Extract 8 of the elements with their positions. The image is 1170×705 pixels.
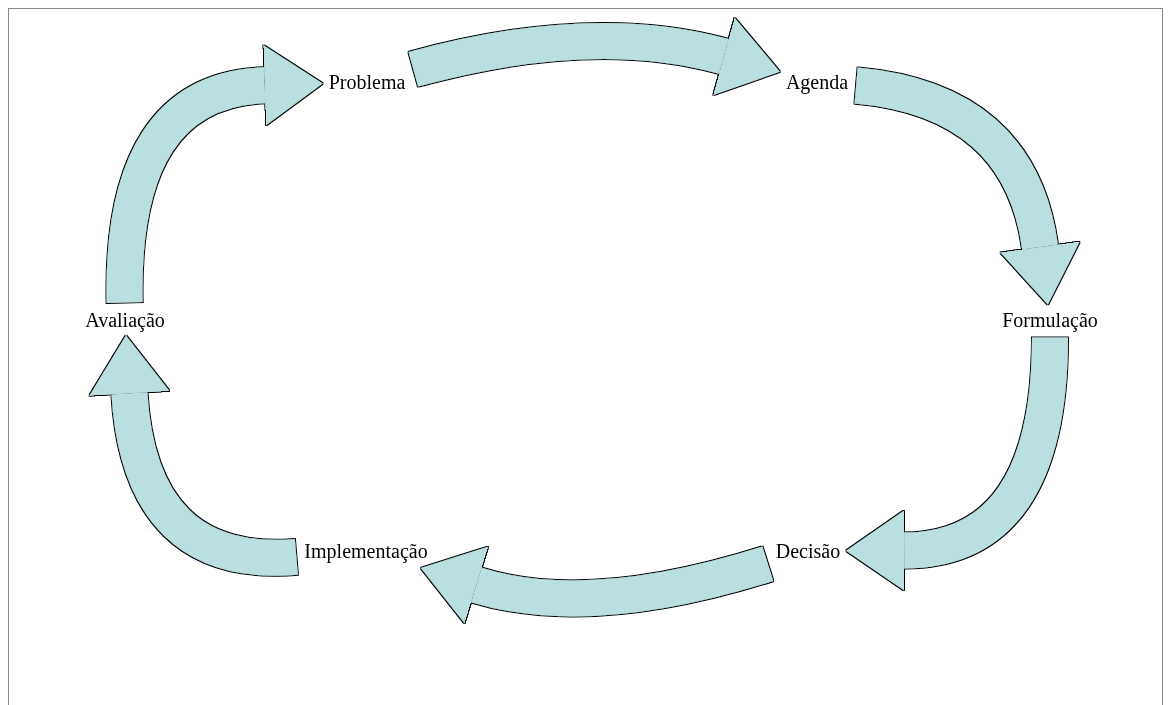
stage-label: Avaliação bbox=[81, 306, 169, 334]
stage-label: Implementação bbox=[300, 537, 432, 565]
block-arrow bbox=[420, 546, 773, 624]
stage-label: Agenda bbox=[781, 68, 853, 96]
block-arrow bbox=[408, 17, 781, 96]
stage-label: Problema bbox=[324, 68, 410, 96]
stage-label: Formulação bbox=[998, 306, 1102, 334]
stage-label: Decisão bbox=[771, 537, 845, 565]
